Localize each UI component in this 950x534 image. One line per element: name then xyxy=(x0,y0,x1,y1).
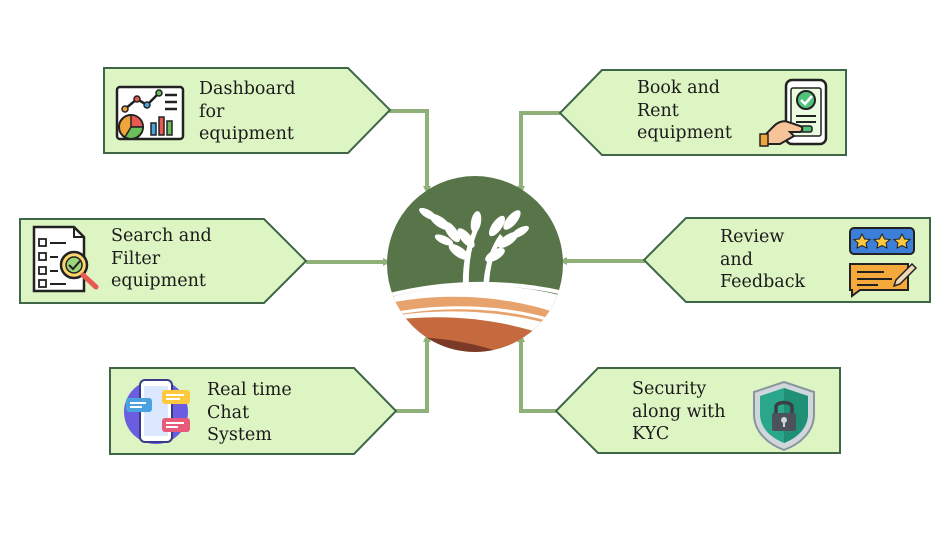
feature-label-book-rent: Book and Rent equipment xyxy=(637,77,732,145)
feature-label-chat: Real time Chat System xyxy=(207,379,292,447)
feature-box-chat xyxy=(109,367,398,455)
feature-label-line: Security xyxy=(632,379,707,399)
feature-label-line: Feedback xyxy=(720,272,806,292)
feature-label-line: and xyxy=(720,249,753,270)
feature-label-line: Search and xyxy=(111,226,212,246)
feature-label-line: Dashboard xyxy=(199,79,296,99)
feature-label-line: Filter xyxy=(111,248,161,269)
connectors xyxy=(306,109,645,413)
feature-label-search-filter: Search and Filter equipment xyxy=(111,225,212,293)
checklist-magnifier-icon xyxy=(32,225,99,293)
feature-label-line: equipment xyxy=(111,271,206,291)
feature-label-line: Real time xyxy=(207,380,292,400)
connector-security xyxy=(517,334,556,413)
center-logo xyxy=(387,176,563,352)
analytics-dashboard-icon xyxy=(115,85,185,141)
chat-bubbles-phone-icon xyxy=(124,379,190,444)
feature-label-line: for xyxy=(199,101,225,122)
feature-label-line: Rent xyxy=(637,100,679,121)
feature-label-line: System xyxy=(207,425,272,445)
feature-label-line: along with xyxy=(632,401,726,422)
feature-label-security: Security along with KYC xyxy=(632,378,725,446)
feature-label-line: equipment xyxy=(637,123,732,143)
feature-label-review-feedback: Review and Feedback xyxy=(720,226,805,294)
connector-book-rent xyxy=(517,111,561,194)
connector-chat xyxy=(396,334,431,413)
feature-label-line: Book and xyxy=(637,78,721,98)
feature-label-line: KYC xyxy=(632,424,670,444)
feature-label-line: equipment xyxy=(199,124,294,144)
feature-label-dashboard: Dashboard for equipment xyxy=(199,78,295,146)
feature-label-line: Chat xyxy=(207,402,250,423)
connector-dashboard xyxy=(389,109,431,194)
star-rating-review-icon xyxy=(849,227,918,298)
shield-lock-icon xyxy=(753,380,815,452)
feature-label-line: Review xyxy=(720,227,785,247)
phone-checkmark-hand-icon xyxy=(759,78,828,147)
